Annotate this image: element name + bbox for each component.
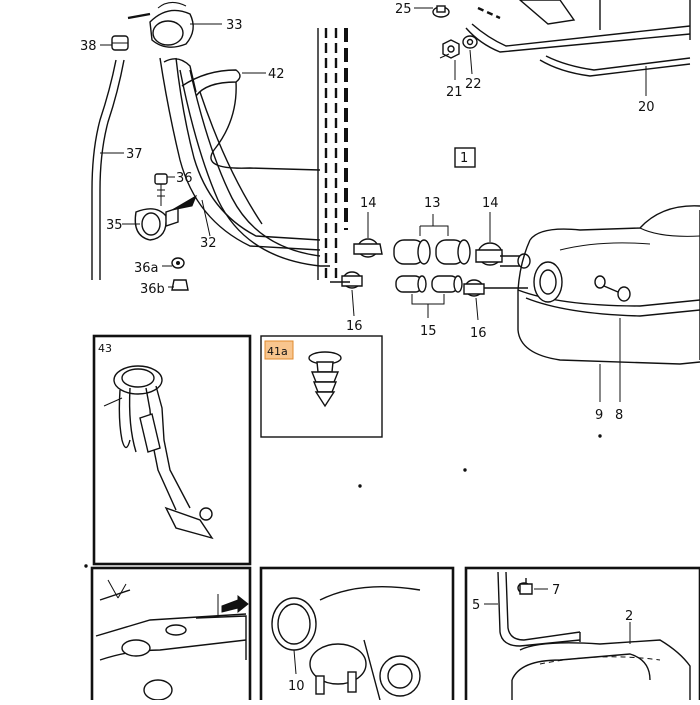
leader-22 — [469, 49, 473, 75]
filler-cap-33 — [127, 2, 194, 48]
panel-41a-frame — [260, 335, 383, 438]
panel-bottom-middle-frame — [259, 566, 455, 705]
fuel-sender-unit-43 — [103, 365, 214, 540]
leader-15 — [411, 294, 445, 318]
callout-16-left: 16 — [346, 319, 363, 334]
callout-36: 36 — [176, 171, 193, 186]
push-clip-41a — [308, 351, 342, 408]
callout-38: 38 — [80, 39, 97, 54]
washer-36a — [171, 257, 185, 269]
callout-10: 10 — [288, 679, 305, 694]
callout-14-left: 14 — [360, 196, 377, 211]
clamp-14-left — [353, 238, 383, 258]
panel-bottom-left-frame — [90, 566, 252, 705]
callout-37: 37 — [126, 147, 143, 162]
clamp-16-right — [463, 279, 485, 297]
callout-35: 35 — [106, 218, 123, 233]
callout-13: 13 — [424, 196, 441, 211]
bolt-7 — [519, 578, 533, 595]
fuel-tank-2 — [511, 639, 691, 700]
leader-10 — [293, 649, 297, 675]
callout-1: 1 — [460, 151, 468, 166]
nut-36b — [171, 279, 189, 291]
fuel-tank — [517, 205, 700, 365]
breather-hose-42 — [181, 69, 321, 171]
leader-32 — [201, 199, 211, 237]
callout-16-right: 16 — [470, 326, 487, 341]
callout-14-right: 14 — [482, 196, 499, 211]
panel-bottom-right-frame — [464, 566, 700, 705]
clamp-14-right — [475, 242, 503, 266]
leader-21a — [439, 53, 450, 59]
clamp-16-left — [341, 271, 363, 289]
callout-25: 25 — [395, 2, 412, 17]
callout-5: 5 — [472, 598, 480, 613]
body-panel-edge — [317, 28, 348, 280]
callout-2: 2 — [625, 609, 633, 624]
dot-mark — [358, 484, 362, 488]
panel-43-frame — [92, 334, 252, 566]
dot-mark — [463, 468, 467, 472]
callout-22: 22 — [465, 77, 482, 92]
hoses-15 — [395, 275, 463, 293]
grommet-25 — [432, 5, 450, 18]
leader-13 — [419, 214, 449, 236]
callout-20: 20 — [638, 100, 655, 115]
arrow-to-pipe — [171, 194, 198, 211]
callout-7: 7 — [552, 583, 560, 598]
callout-33: 33 — [226, 18, 243, 33]
filler-pipe-32 — [159, 57, 330, 267]
hose-38 — [111, 35, 129, 51]
tank-bracket-5 — [497, 571, 581, 647]
callout-9: 9 — [595, 408, 603, 423]
hoses-13 — [393, 239, 471, 265]
callout-8: 8 — [615, 408, 623, 423]
nut-21 — [442, 39, 460, 59]
callout-15: 15 — [420, 324, 437, 339]
callout-42: 42 — [268, 67, 285, 82]
sender-gasket-10 — [271, 585, 421, 701]
leader-16a — [351, 289, 355, 317]
washer-22 — [462, 35, 478, 49]
pipe-to-tank — [500, 253, 531, 269]
callout-41a: 41a — [267, 345, 288, 358]
figure-box-1 — [454, 147, 476, 168]
leader-16b — [475, 297, 479, 321]
strap-20 — [465, 0, 691, 77]
callout-36a: 36a — [134, 261, 159, 276]
callout-41a-highlight — [264, 340, 294, 360]
callout-43: 43 — [98, 342, 112, 355]
tank-mounting-area — [95, 579, 249, 701]
bolt-36 — [154, 173, 168, 206]
callout-36b: 36b — [140, 282, 165, 297]
callout-32: 32 — [200, 236, 217, 251]
dot-mark — [84, 564, 88, 568]
clamp-35 — [134, 207, 179, 241]
dot-mark — [598, 434, 602, 438]
callout-21: 21 — [446, 85, 463, 100]
vent-hose-37 — [91, 59, 125, 280]
